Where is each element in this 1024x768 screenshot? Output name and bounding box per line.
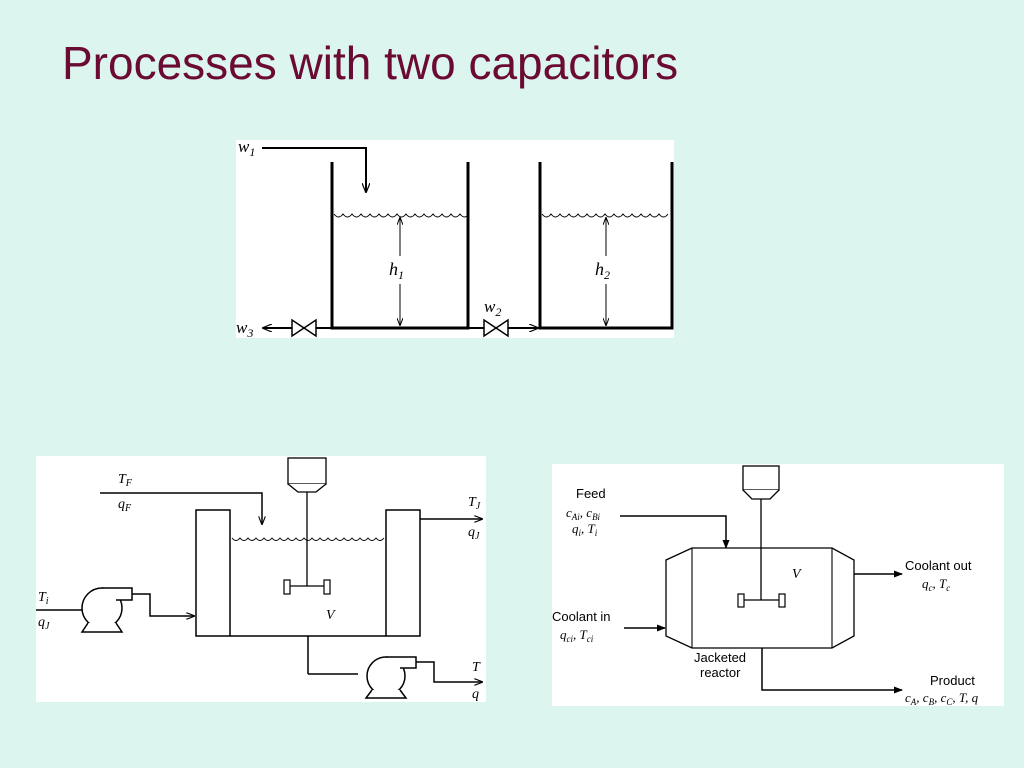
feed-flow-label: qi, Ti <box>572 521 598 538</box>
product-T-label: T <box>472 660 481 675</box>
volume-label: V <box>326 608 336 623</box>
feed-concentration-label: cAi, cBi <box>566 505 601 522</box>
h2-label: h2 <box>595 259 610 282</box>
feed-q-label: qF <box>118 497 132 514</box>
impeller-icon <box>737 593 786 608</box>
jacket-out-q-label: qJ <box>468 525 480 542</box>
outlet-w3-stream <box>263 318 332 338</box>
tank-1 <box>330 162 470 330</box>
inlet-w1-stream <box>262 147 366 192</box>
feed-stream <box>100 492 262 524</box>
coolant-in-values: qci, Tci <box>560 627 594 644</box>
reactor-jacket <box>665 547 855 649</box>
tank-2 <box>538 162 674 330</box>
coolant-out-label: Coolant out <box>905 558 972 573</box>
two-tank-diagram: w1 h1 h2 w2 w3 <box>236 140 674 338</box>
impeller-icon <box>283 579 331 595</box>
jacket-out-T-label: TJ <box>468 495 481 512</box>
feed-T-label: TF <box>118 472 133 489</box>
valve-w3-icon <box>291 318 317 338</box>
reactor-label-line-1: Jacketed <box>694 650 746 665</box>
coolant-out-values: qc, Tc <box>922 576 950 593</box>
slide-title: Processes with two capacitors <box>62 37 679 89</box>
coolant-in-label: Coolant in <box>552 609 611 624</box>
connecting-pipe-w2 <box>468 318 538 338</box>
w1-label: w1 <box>238 140 255 159</box>
jacketed-reactor-diagram: Feed cAi, cBi qi, Ti V Coolant out qc, T… <box>552 464 1004 706</box>
feed-label: Feed <box>576 486 606 501</box>
agitator-motor-icon <box>287 457 327 493</box>
jacket-left-wall <box>195 509 231 637</box>
product-stream <box>416 661 482 682</box>
product-pump-icon <box>364 656 417 699</box>
jacket-in-q-label: qJ <box>38 615 50 632</box>
valve-w2-icon <box>483 318 509 338</box>
jacket-in-T-label: Ti <box>38 590 49 607</box>
pump-icon <box>80 587 133 633</box>
agitator-motor-icon <box>742 465 780 500</box>
h1-label: h1 <box>389 259 404 282</box>
feed-stream <box>620 515 730 549</box>
jacket-right-wall <box>385 509 421 637</box>
product-values: cA, cB, cC, T, q <box>905 690 979 706</box>
volume-label: V <box>792 567 802 582</box>
tank-2-liquid-surface <box>541 213 669 218</box>
reactor-label-line-2: reactor <box>700 665 741 680</box>
reactor-liquid-surface <box>231 537 385 541</box>
w2-label: w2 <box>484 297 501 319</box>
tank-1-liquid-surface <box>333 213 470 218</box>
product-stream <box>761 648 903 694</box>
pump-discharge-stream <box>132 593 194 616</box>
product-label: Product <box>930 673 975 688</box>
jacketed-cstr-diagram: TF qF V TJ qJ Ti qJ <box>36 456 486 702</box>
product-q-label: q <box>472 687 479 702</box>
w3-label: w3 <box>236 318 253 338</box>
